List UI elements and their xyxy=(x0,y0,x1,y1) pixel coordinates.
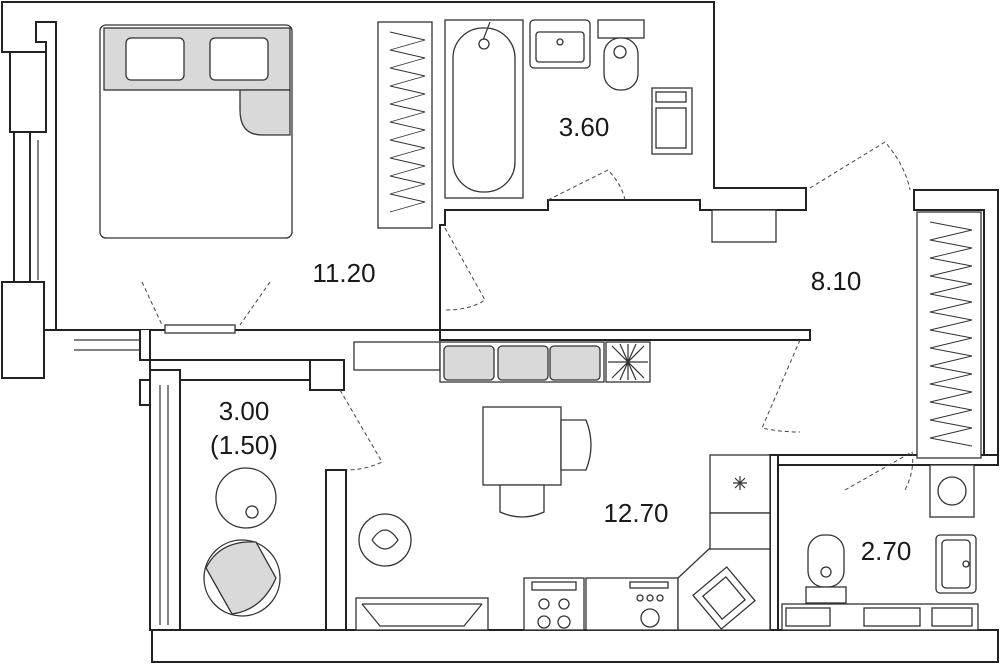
bedroom-area: 11.20 xyxy=(312,258,375,288)
sink-icon xyxy=(529,19,591,69)
sofa-icon xyxy=(439,341,605,383)
balcony-area: 3.00 xyxy=(219,396,270,426)
plant-icon xyxy=(605,341,651,383)
wardrobe-hall-icon xyxy=(916,211,982,459)
wc-toilet-icon xyxy=(805,534,847,604)
wardrobe-icon xyxy=(377,21,433,229)
wc-sink-icon xyxy=(935,534,977,594)
chair-icon xyxy=(499,419,592,518)
bed-icon xyxy=(99,24,293,239)
stove-icon xyxy=(531,581,577,629)
washing-machine-icon xyxy=(929,464,975,518)
wc-area: 2.70 xyxy=(861,536,912,566)
balcony-table-icon xyxy=(215,467,277,529)
toilet-icon xyxy=(597,19,645,91)
oven-icon xyxy=(629,581,669,628)
window-left xyxy=(29,140,169,625)
round-table-icon xyxy=(358,513,412,567)
bathtub-icon xyxy=(444,19,524,199)
hall-area: 8.10 xyxy=(811,266,862,296)
kitchen-sink-icon xyxy=(692,566,756,630)
table-icon xyxy=(482,406,562,486)
bathroom-area: 3.60 xyxy=(559,112,610,142)
balcony-reduced-area: (1.50) xyxy=(210,430,278,460)
fridge-icon xyxy=(733,476,747,490)
kitchen-living-area: 12.70 xyxy=(603,498,668,528)
armchair-icon xyxy=(203,539,281,617)
